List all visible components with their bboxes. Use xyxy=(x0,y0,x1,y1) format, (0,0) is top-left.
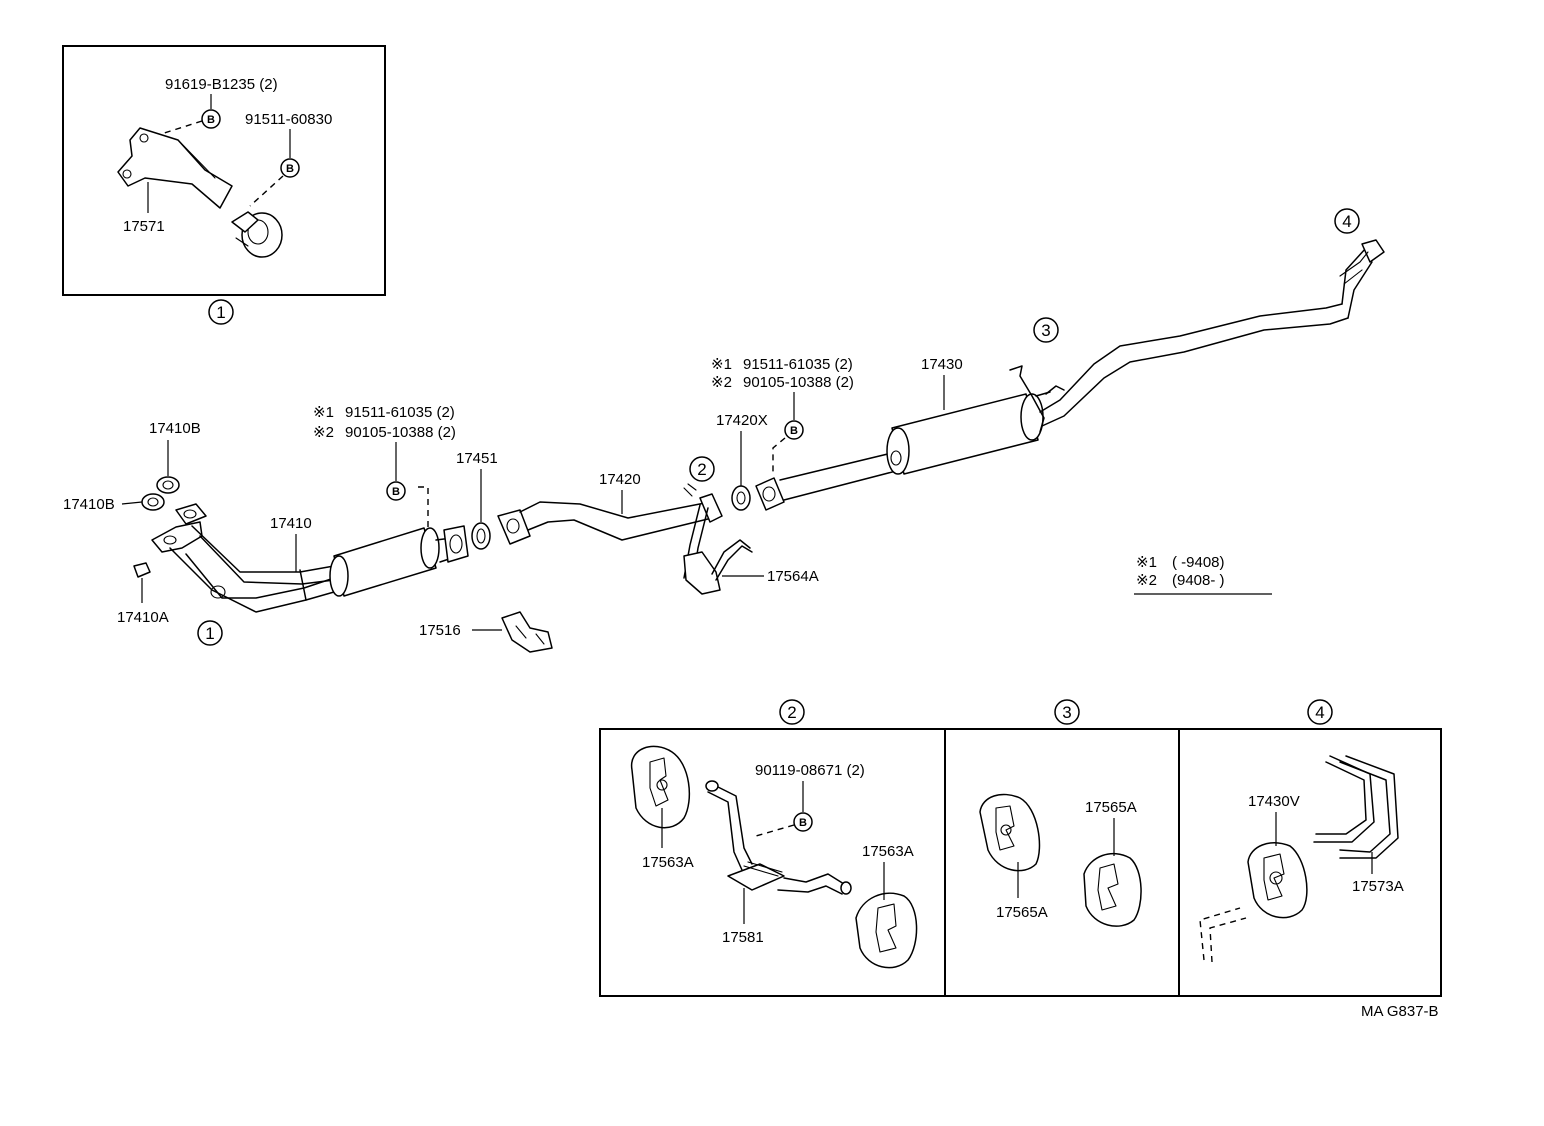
label-17581: 17581 xyxy=(722,929,764,946)
svg-text:B: B xyxy=(392,486,400,498)
bottom-insets-frame xyxy=(599,728,1442,997)
label-17563A-right: 17563A xyxy=(862,843,914,860)
label-91511-61035-front: 91511-61035 (2) xyxy=(345,404,455,421)
badge-4-location: 4 xyxy=(1334,208,1360,234)
label-90105-10388-rear: 90105-10388 (2) xyxy=(743,374,854,391)
label-17410A: 17410A xyxy=(117,609,169,626)
note-mark-2-rear: ※2 xyxy=(711,374,732,391)
legend-range-2: (9408- ) xyxy=(1172,572,1225,589)
legend-mark-2: ※2 xyxy=(1136,572,1157,589)
hanger-17430V-drawing xyxy=(1247,842,1308,919)
center-pipe-17420-drawing xyxy=(497,493,723,545)
svg-text:4: 4 xyxy=(1342,212,1351,231)
gasket-17451-drawing xyxy=(471,522,491,550)
hanger-17565A-left-drawing xyxy=(979,793,1041,872)
bolt-marker-b-1: B xyxy=(201,109,221,129)
hanger-17565A-right-drawing xyxy=(1083,853,1142,927)
bolt-marker-b-inset-2: B xyxy=(793,812,813,832)
hanger-17564A-drawing xyxy=(683,483,753,595)
front-pipe-17410-drawing xyxy=(151,503,335,613)
front-muffler-drawing xyxy=(329,525,469,597)
bolt-marker-b-rear: B xyxy=(784,420,804,440)
main-muffler-17430-drawing xyxy=(755,239,1385,511)
badge-2-location: 2 xyxy=(689,456,715,482)
gasket-17410B-top-drawing xyxy=(156,476,180,494)
badge-1-location: 1 xyxy=(197,620,223,646)
label-90105-10388-front: 90105-10388 (2) xyxy=(345,424,456,441)
svg-text:B: B xyxy=(207,114,215,126)
date-legend: ※1 ( -9408) ※2 (9408- ) xyxy=(1134,554,1272,595)
legend-range-1: ( -9408) xyxy=(1172,554,1225,571)
svg-text:4: 4 xyxy=(1315,703,1324,722)
badge-3-location: 3 xyxy=(1033,317,1059,343)
bracket-17581-drawing xyxy=(705,780,852,895)
hanger-ring-drawing xyxy=(231,211,283,258)
bracket-17573A-drawing xyxy=(1313,755,1399,859)
bracket-17516-drawing xyxy=(501,611,553,653)
note-mark-2-front: ※2 xyxy=(313,424,334,441)
badge-inset-3-caption: 3 xyxy=(1054,699,1080,725)
bolt-marker-b-2: B xyxy=(280,158,300,178)
label-17573A: 17573A xyxy=(1352,878,1404,895)
inset-1-frame xyxy=(62,45,386,296)
label-17563A-left: 17563A xyxy=(642,854,694,871)
label-17410B-top: 17410B xyxy=(149,420,201,437)
svg-text:1: 1 xyxy=(205,624,214,643)
svg-text:2: 2 xyxy=(787,703,796,722)
inset-3: 17565A 17565A xyxy=(979,793,1142,927)
gasket-17420X-drawing xyxy=(731,485,751,511)
inset-1: 91619-B1235 (2) B 91511-60830 B 17571 xyxy=(62,45,386,296)
label-17430: 17430 xyxy=(921,356,963,373)
hanger-17563A-right-drawing xyxy=(855,892,918,969)
badge-inset-4-caption: 4 xyxy=(1307,699,1333,725)
label-17571: 17571 xyxy=(123,218,165,235)
label-17516: 17516 xyxy=(419,622,461,639)
label-91619-B1235: 91619-B1235 (2) xyxy=(165,76,278,93)
svg-text:3: 3 xyxy=(1041,321,1050,340)
label-17564A: 17564A xyxy=(767,568,819,585)
svg-text:1: 1 xyxy=(216,303,225,322)
label-91511-60830: 91511-60830 xyxy=(245,111,332,128)
nut-17410A-drawing xyxy=(133,562,151,578)
label-17420X: 17420X xyxy=(716,412,768,429)
diagram-code: MA G837-B xyxy=(1361,1003,1439,1020)
note-mark-1-front: ※1 xyxy=(313,404,334,421)
badge-inset-1-caption: 1 xyxy=(208,299,234,325)
label-17420: 17420 xyxy=(599,471,641,488)
svg-text:B: B xyxy=(286,163,294,175)
label-17430V: 17430V xyxy=(1248,793,1300,810)
hanger-17563A-left-drawing xyxy=(630,745,691,829)
label-17410B-left: 17410B xyxy=(63,496,115,513)
inset-4: 17430V 17573A xyxy=(1199,755,1404,963)
legend-mark-1: ※1 xyxy=(1136,554,1157,571)
label-91511-61035-rear: 91511-61035 (2) xyxy=(743,356,853,373)
label-90119-08671: 90119-08671 (2) xyxy=(755,762,865,779)
label-17565A-left: 17565A xyxy=(996,904,1048,921)
svg-text:B: B xyxy=(799,817,807,829)
note-mark-1-rear: ※1 xyxy=(711,356,732,373)
badge-inset-2-caption: 2 xyxy=(779,699,805,725)
label-17451: 17451 xyxy=(456,450,498,467)
svg-text:3: 3 xyxy=(1062,703,1071,722)
svg-text:2: 2 xyxy=(697,460,706,479)
gasket-17410B-left-drawing xyxy=(141,493,165,511)
bolt-marker-b-front: B xyxy=(386,481,406,501)
svg-text:B: B xyxy=(790,425,798,437)
inset-2: 17563A 90119-08671 (2) B 17581 17563A xyxy=(630,745,918,969)
bracket-17571-drawing xyxy=(117,127,233,209)
label-17410: 17410 xyxy=(270,515,312,532)
label-17565A-right: 17565A xyxy=(1085,799,1137,816)
